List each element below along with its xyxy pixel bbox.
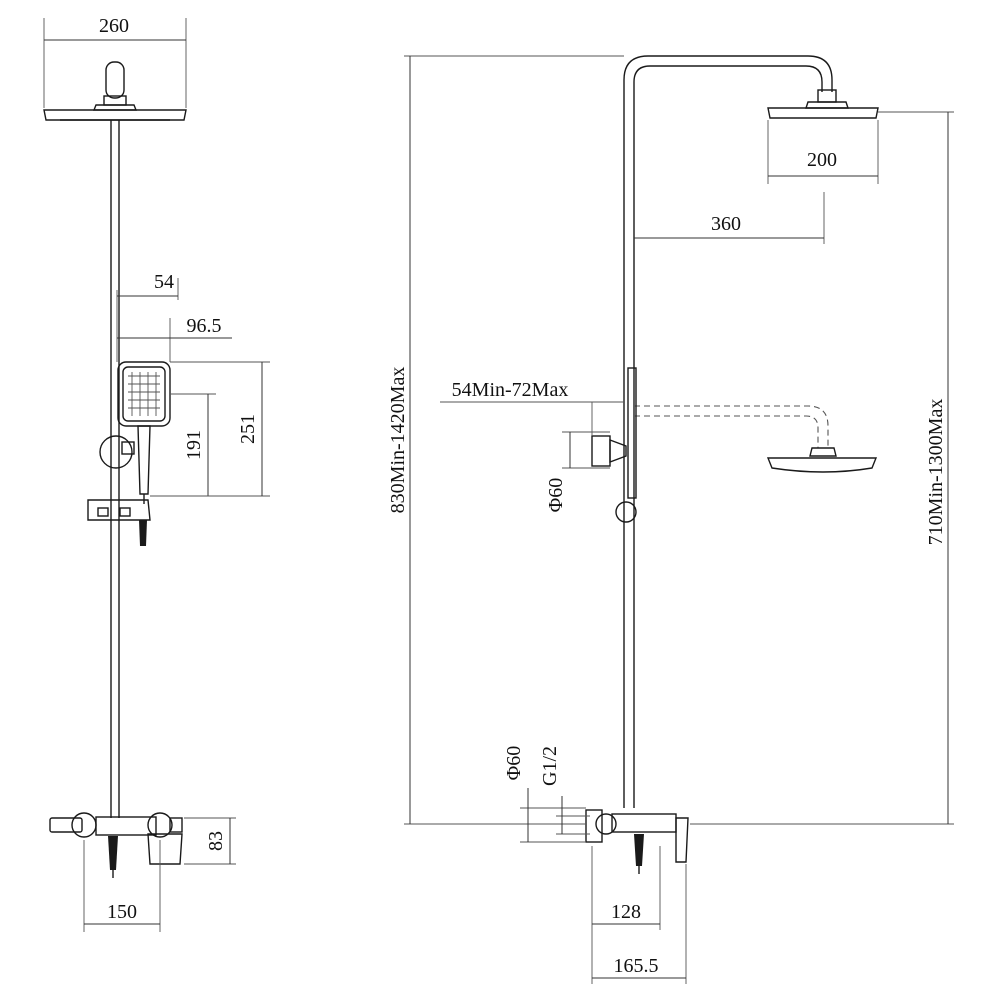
side-dimension-labels: 200 360 830Min-1420Max 54Min-72Max Φ60 Φ… bbox=[387, 149, 947, 977]
dim-handshower-reach: 96.5 bbox=[187, 315, 222, 337]
side-shower-head bbox=[767, 89, 879, 119]
dim-holder-flange: Φ60 bbox=[545, 478, 567, 513]
front-riser-pipe bbox=[110, 120, 120, 818]
side-dimensions bbox=[404, 55, 954, 984]
dim-holder-height: 191 bbox=[183, 430, 205, 460]
side-view: 200 360 830Min-1420Max 54Min-72Max Φ60 Φ… bbox=[387, 55, 954, 984]
side-hand-shower-holder bbox=[591, 367, 637, 523]
dim-total-height: 830Min-1420Max bbox=[387, 367, 409, 514]
front-dimension-labels: 260 54 96.5 191 251 83 150 bbox=[99, 15, 259, 923]
dim-handshower-offset: 54 bbox=[154, 271, 174, 293]
dim-head-width: 260 bbox=[99, 15, 129, 37]
front-view: 260 54 96.5 191 251 83 150 bbox=[43, 15, 270, 932]
dim-adjust-range: 54Min-72Max bbox=[452, 379, 569, 401]
dim-thread: G1/2 bbox=[539, 746, 561, 786]
dim-handshower-height: 251 bbox=[237, 414, 259, 444]
front-slide-holder bbox=[87, 499, 151, 546]
dim-mixer-width: 150 bbox=[107, 901, 137, 923]
front-mixer bbox=[49, 812, 183, 878]
front-shower-head bbox=[43, 61, 187, 121]
dim-mixer-depth: 128 bbox=[611, 901, 641, 923]
front-dimensions bbox=[43, 18, 270, 932]
dim-head-diameter: 200 bbox=[807, 149, 837, 171]
front-hand-shower bbox=[99, 361, 171, 504]
dim-mixer-height: 83 bbox=[205, 831, 227, 851]
dim-head-height: 710Min-1300Max bbox=[925, 399, 947, 546]
dim-wall-flange: Φ60 bbox=[503, 746, 525, 781]
dim-total-depth: 165.5 bbox=[614, 955, 659, 977]
side-riser-and-arm bbox=[623, 55, 833, 808]
side-alternate-position bbox=[634, 405, 878, 473]
side-mixer bbox=[585, 809, 689, 874]
dim-arm-reach: 360 bbox=[711, 213, 741, 235]
